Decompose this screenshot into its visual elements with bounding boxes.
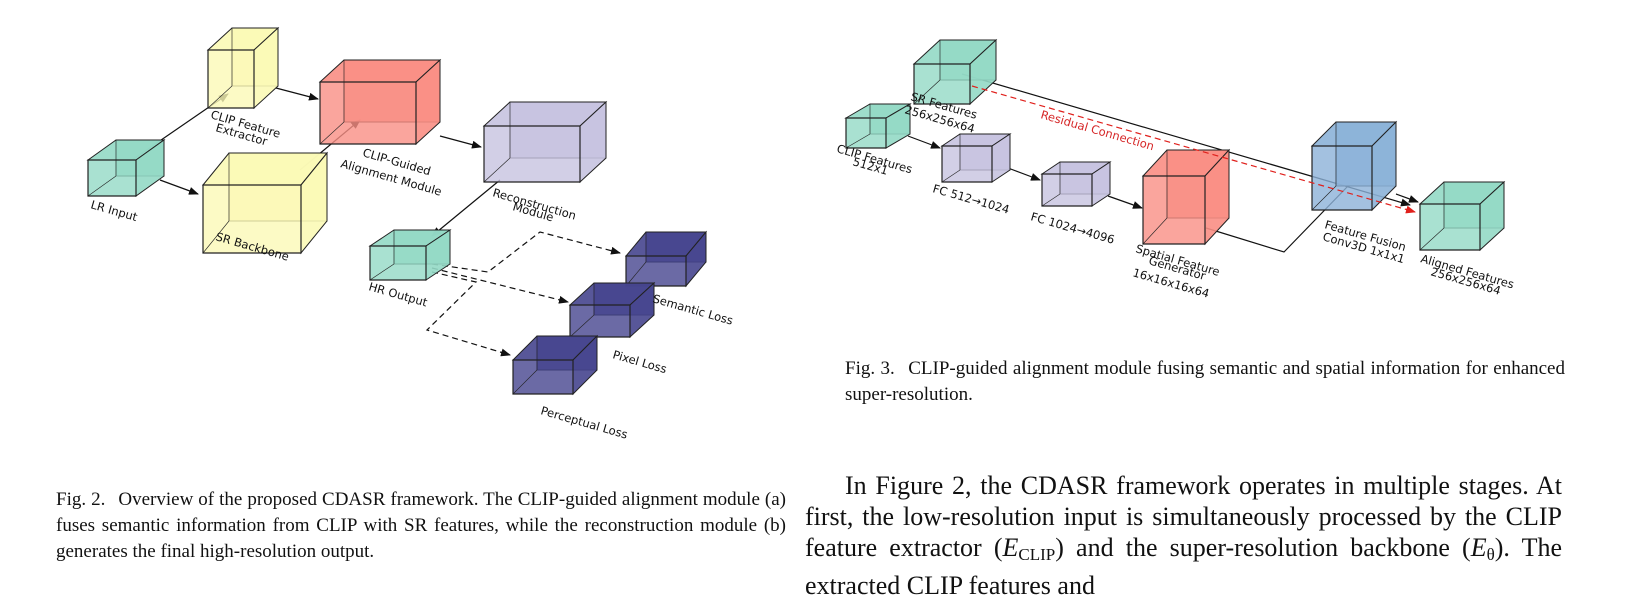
box-perceptual-loss [511,334,599,396]
box-reconstruction-module [482,100,608,184]
fig2-caption-text: Overview of the proposed CDASR framework… [56,489,786,562]
label-perceptual-loss: Perceptual Loss [539,403,629,441]
label-lr-input: LR Input [89,197,139,224]
e-clip-subscript: CLIP [1018,545,1056,564]
box-clip-guided-alignment [318,58,442,146]
e-theta-subscript: θ [1486,545,1495,564]
box-hr-output [368,229,452,281]
box-semantic-loss [624,230,708,288]
box-feature-fusion [1310,120,1398,212]
body-text-part3: ). The extracted CLIP features and [805,533,1562,600]
label-pixel-loss: Pixel Loss [611,347,668,376]
fig2-boxes [86,26,708,396]
body-paragraph: In Figure 2, the CDASR framework operate… [805,470,1562,601]
box-fc2 [1040,161,1112,207]
box-spatial-feature-generator [1141,148,1231,246]
arrow-residual-connection [971,85,1416,214]
arrow-fusion-to-aligned [1395,193,1419,203]
arrow-hr-to-perceptual [425,271,511,357]
label-fc2: FC 1024→4096 [1029,209,1116,246]
arrow-clip-to-fc1 [907,135,941,149]
arrow-fc2-to-spatial [1107,195,1143,209]
arrow-lr-to-sr [159,179,199,195]
arrow-recon-to-hr [431,179,501,237]
label-semantic-loss: Semantic Loss [651,291,734,327]
arrow-fc1-to-fc2 [1007,167,1041,181]
box-sr-features [912,38,998,106]
e-clip-symbol: E [1002,533,1019,562]
box-sr-backbone [201,151,329,255]
fig3-caption-text: CLIP-guided alignment module fusing sema… [845,358,1565,405]
e-theta-symbol: E [1470,533,1487,562]
arrow-align-to-recon [439,135,482,149]
label-residual-connection: Residual Connection [1039,107,1156,153]
fig2-diagram: LR Input CLIP Feature Extractor SR Backb… [86,26,735,442]
fig2-caption-label: Fig. 2. [56,489,106,510]
fig2-caption: Fig. 2. Overview of the proposed CDASR f… [56,487,786,565]
label-fc1: FC 512→1024 [931,181,1011,216]
fig3-caption-label: Fig. 3. [845,358,895,379]
arrow-hr-to-pixel [431,267,569,304]
box-fc1 [940,133,1012,183]
arrow-recon-to-semantic [431,231,621,273]
body-text-part1: In Figure 2, the CDASR framework operate… [805,471,1562,562]
fig3-boxes [844,38,1506,252]
fig3-caption: Fig. 3. CLIP-guided alignment module fus… [845,356,1565,408]
arrow-clip-to-align [275,87,319,101]
label-hr-output: HR Output [367,279,429,309]
box-clip-features [844,103,912,149]
box-clip-feature-extractor [206,26,280,110]
body-text-part2: ) and the super-resolution backbone ( [1055,533,1471,562]
box-aligned-features [1418,180,1506,252]
box-pixel-loss [568,281,656,339]
fig3-diagram: SR Features 256x256x64 Residual Connecti… [835,38,1516,301]
box-lr-input [86,139,166,197]
